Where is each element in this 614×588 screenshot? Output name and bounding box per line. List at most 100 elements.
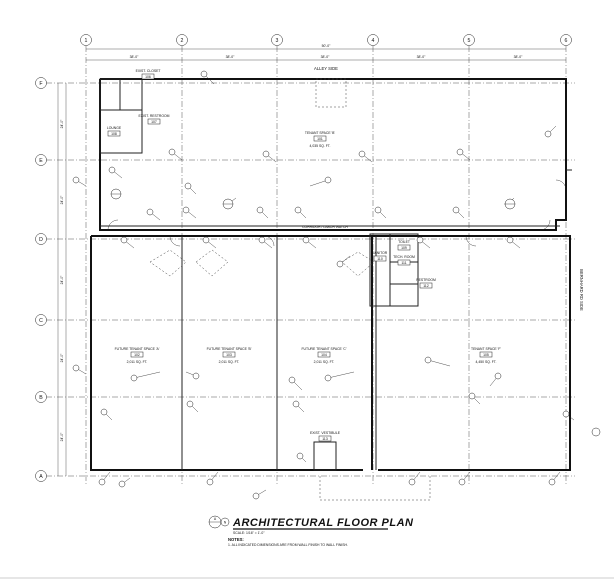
keynote-marker xyxy=(294,206,302,214)
svg-text:C: C xyxy=(39,318,43,324)
grid-bubble-row-a: A xyxy=(35,470,47,482)
keynote-marker xyxy=(258,236,266,244)
keynote-marker xyxy=(202,236,210,244)
keynote-marker xyxy=(591,427,601,437)
keynote-marker xyxy=(182,206,190,214)
keynote-marker xyxy=(458,478,466,486)
svg-text:EXIST. RESTROOM: EXIST. RESTROOM xyxy=(139,114,170,118)
svg-text:F: F xyxy=(39,81,42,87)
svg-text:111: 111 xyxy=(401,261,406,265)
svg-text:TOILET: TOILET xyxy=(398,240,410,244)
keynote-marker xyxy=(186,400,194,408)
svg-text:109: 109 xyxy=(401,246,407,250)
bay-dimension-4: 38'-0" xyxy=(417,55,426,59)
grid-rows: F E D C B A xyxy=(35,77,575,482)
keynote-marker xyxy=(72,364,80,372)
keynote-marker xyxy=(146,208,154,216)
keynote-marker xyxy=(118,480,126,488)
room-tag-restroom: RESTROOM 112 xyxy=(416,278,436,289)
room-tag-space-b-main: TENANT SPACE 'B' 101 4,035 SQ. FT. xyxy=(305,131,336,148)
bay-dimension-5: 38'-0" xyxy=(514,55,523,59)
notes-heading: NOTES: xyxy=(228,537,244,542)
svg-text:2,011 SQ. FT.: 2,011 SQ. FT. xyxy=(314,360,335,364)
svg-text:105: 105 xyxy=(483,353,489,357)
grid-bubble-col-4: 4 xyxy=(367,34,379,46)
keynote-marker xyxy=(416,236,424,244)
keynote-marker xyxy=(562,410,570,418)
keynote-marker xyxy=(452,206,460,214)
keynote-marker xyxy=(206,478,214,486)
keynote-marker xyxy=(374,206,382,214)
svg-text:2,011 SQ. FT.: 2,011 SQ. FT. xyxy=(127,360,148,364)
keynote-callouts xyxy=(72,70,601,500)
keynote-marker xyxy=(256,206,264,214)
bay-dimension-2: 38'-0" xyxy=(226,55,235,59)
svg-text:102: 102 xyxy=(134,353,140,357)
door-swings xyxy=(107,179,567,247)
svg-text:103: 103 xyxy=(226,353,232,357)
overall-dimension: 50'-0" xyxy=(322,44,331,48)
keynote-marker xyxy=(130,374,138,382)
keynote-marker xyxy=(72,176,80,184)
keynote-marker xyxy=(324,176,332,184)
room-tag-lounge: LOUNGE 108 xyxy=(107,126,122,137)
keynote-marker xyxy=(302,236,310,244)
sheet-reference: A xyxy=(214,517,217,521)
keynote-marker xyxy=(468,392,476,400)
svg-text:101: 101 xyxy=(317,137,323,141)
grid-bubble-col-6: 6 xyxy=(560,34,572,46)
svg-text:TENANT SPACE 'F': TENANT SPACE 'F' xyxy=(471,347,501,351)
svg-text:D: D xyxy=(39,237,43,243)
room-tag-closet: EXIST. CLOSET 106 xyxy=(136,69,161,80)
room-tag-toilet: TOILET 109 xyxy=(397,240,411,251)
room-tag-janitor: JANITOR 110 xyxy=(373,251,388,262)
svg-text:2,011 SQ. FT.: 2,011 SQ. FT. xyxy=(219,360,240,364)
keynote-marker xyxy=(296,452,304,460)
svg-text:LOUNGE: LOUNGE xyxy=(107,126,122,130)
svg-text:2: 2 xyxy=(181,38,184,44)
svg-text:24'-0": 24'-0" xyxy=(60,275,64,284)
keynote-marker xyxy=(120,236,128,244)
keynote-marker xyxy=(456,148,464,156)
keynote-marker xyxy=(424,356,432,364)
svg-text:EXIST. CLOSET: EXIST. CLOSET xyxy=(136,69,161,73)
alley-side-label: ALLEY SIDE xyxy=(314,66,338,71)
drawing-title-block: A N ARCHITECTURAL FLOOR PLAN SCALE: 1/16… xyxy=(208,515,414,547)
svg-text:FUTURE TENANT SPACE 'B': FUTURE TENANT SPACE 'B' xyxy=(207,347,252,351)
svg-text:6: 6 xyxy=(565,38,568,44)
keynote-marker xyxy=(548,478,556,486)
svg-text:TECH. ROOM: TECH. ROOM xyxy=(393,255,415,259)
bay-dimension-1: 38'-0" xyxy=(130,55,139,59)
svg-text:104: 104 xyxy=(321,353,327,357)
svg-text:110: 110 xyxy=(377,257,383,261)
grid-bubble-row-e: E xyxy=(35,154,47,166)
keynote-marker xyxy=(288,376,296,384)
room-tag-tech-room: TECH. ROOM 111 xyxy=(393,255,415,266)
svg-text:106: 106 xyxy=(145,75,151,79)
keynote-marker xyxy=(358,150,366,158)
svg-text:B: B xyxy=(39,395,43,401)
grid-bubble-row-f: F xyxy=(35,77,47,89)
grid-bubble-col-2: 2 xyxy=(176,34,188,46)
grid-bubble-col-1: 1 xyxy=(80,34,92,46)
keynote-marker xyxy=(192,372,200,380)
svg-text:FUTURE TENANT SPACE 'C': FUTURE TENANT SPACE 'C' xyxy=(301,347,346,351)
scale-note: SCALE: 1/16" = 1'-0" xyxy=(233,531,265,535)
room-tag-space-c: FUTURE TENANT SPACE 'C' 104 2,011 SQ. FT… xyxy=(301,347,346,364)
top-dimensions: 50'-0" 38'-0" 38'-0" 38'-0" 38'-0" 38'-0… xyxy=(86,44,566,61)
corridor-label: CORRIDOR / LABOR WATCH xyxy=(302,225,348,229)
grid-bubble-row-b: B xyxy=(35,391,47,403)
left-dimensions: 24'-0" 24'-0" 24'-0" 24'-0" 24'-0" xyxy=(57,83,67,476)
svg-text:3: 3 xyxy=(276,38,279,44)
keynote-marker xyxy=(100,408,108,416)
keynote-marker xyxy=(292,400,300,408)
svg-text:112: 112 xyxy=(423,284,429,288)
svg-text:RESTROOM: RESTROOM xyxy=(416,278,436,282)
street-side-label: BERNHARD RD SIDE xyxy=(579,269,584,311)
keynote-marker xyxy=(108,166,116,174)
exterior-walls xyxy=(90,78,572,471)
svg-text:4,450 SQ. FT.: 4,450 SQ. FT. xyxy=(476,360,497,364)
keynote-marker xyxy=(408,478,416,486)
keynote-leader xyxy=(327,371,355,379)
drawing-title: ARCHITECTURAL FLOOR PLAN xyxy=(232,517,414,529)
